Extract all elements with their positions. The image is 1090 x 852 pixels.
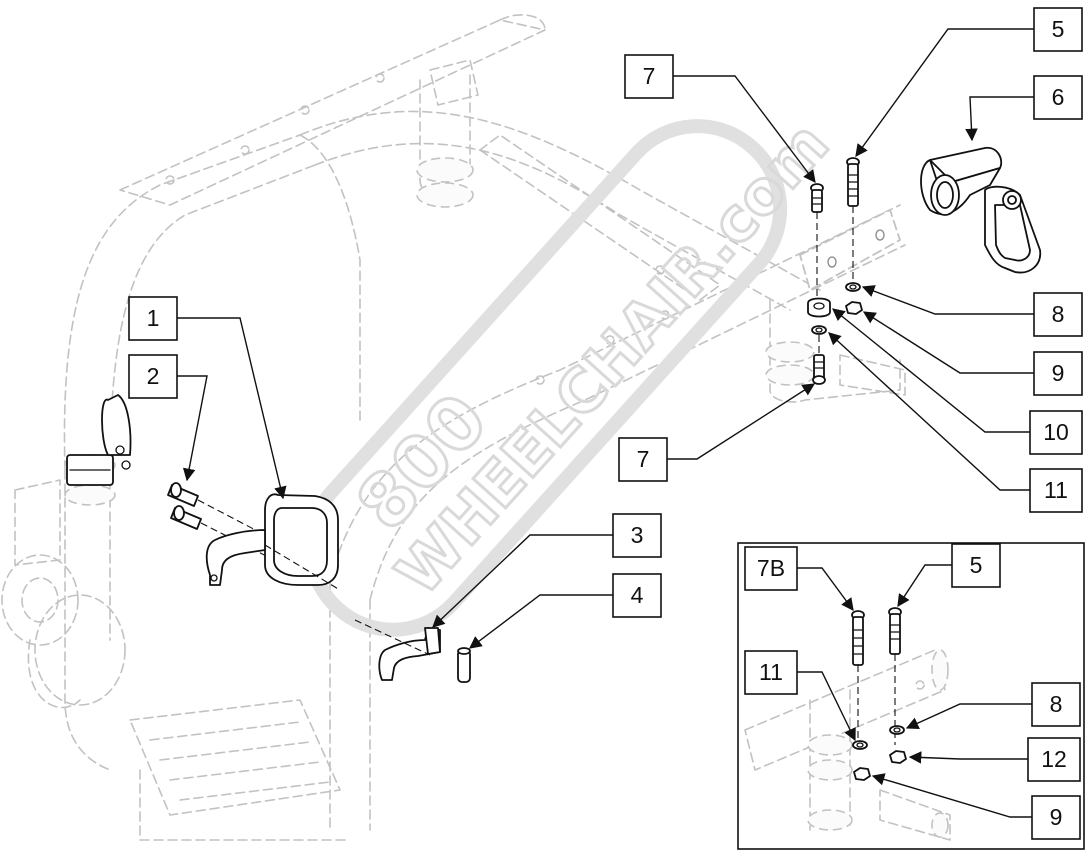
inset-part-8-washer — [889, 725, 905, 735]
inset-detail: 7B 5 11 8 12 9 — [737, 542, 1085, 850]
part-5-bolt — [846, 157, 860, 280]
callout-label-10: 10 — [1043, 419, 1069, 445]
inset-part-12-nut — [889, 750, 907, 764]
handle-tube-right — [799, 209, 901, 291]
callout-box-1 — [128, 296, 178, 341]
callout-box-4 — [612, 573, 662, 618]
callouts-main: 1 2 3 4 5 6 7 7 8 9 — [128, 7, 1083, 649]
part-1-clamp-handle — [205, 493, 341, 591]
front-upright-clamp — [66, 394, 132, 486]
callout-label-6: 6 — [1052, 84, 1065, 110]
part-9-nut — [845, 301, 863, 315]
callout-box-11 — [1029, 468, 1083, 513]
callout-box-inset-11 — [744, 650, 798, 695]
part-8-washer — [845, 282, 861, 292]
callout-label-8: 8 — [1052, 301, 1065, 327]
callout-box-7-top — [624, 54, 674, 99]
part-11-washer — [811, 325, 827, 335]
callout-label-inset-9: 9 — [1050, 804, 1063, 830]
callout-box-inset-5 — [951, 543, 1001, 588]
part-10-spacer — [807, 297, 831, 318]
callout-label-2: 2 — [147, 363, 160, 389]
callout-label-7-bottom: 7 — [637, 446, 650, 472]
part-2-screws — [167, 482, 291, 569]
part-3-clamp — [354, 619, 441, 681]
callout-label-11: 11 — [1044, 477, 1068, 503]
callout-label-inset-12: 12 — [1041, 746, 1067, 772]
wheelchair-frame-ghost — [1, 14, 906, 841]
callout-label-9: 9 — [1052, 360, 1065, 386]
callout-label-inset-11: 11 — [759, 659, 783, 685]
callout-box-inset-8 — [1031, 682, 1081, 727]
inset-part-7b-bolt — [851, 610, 865, 740]
callout-label-1: 1 — [147, 305, 160, 331]
part-7-bolt-top — [810, 183, 824, 300]
callout-label-7-top: 7 — [643, 63, 656, 89]
inset-part-9-nut — [853, 767, 871, 781]
callout-label-3: 3 — [631, 522, 644, 548]
part-6-handle-assembly — [920, 147, 1042, 274]
callout-label-5: 5 — [1052, 16, 1065, 42]
inset-part-11-washer — [852, 740, 868, 750]
callout-box-7-bottom — [618, 437, 668, 482]
callout-box-8 — [1033, 292, 1083, 337]
part-7-bolt-bottom — [812, 335, 826, 385]
callout-label-inset-5: 5 — [970, 552, 983, 578]
part-4-pin — [457, 647, 471, 683]
callout-box-inset-9 — [1031, 795, 1081, 840]
callout-label-7b: 7B — [757, 555, 785, 581]
inset-frame — [737, 542, 1085, 850]
callout-box-inset-12 — [1027, 737, 1081, 782]
inset-part-5-bolt — [888, 607, 902, 745]
callout-label-inset-8: 8 — [1050, 691, 1063, 717]
callout-label-4: 4 — [631, 582, 644, 608]
callout-box-3 — [612, 513, 662, 558]
callout-box-2 — [128, 354, 178, 399]
